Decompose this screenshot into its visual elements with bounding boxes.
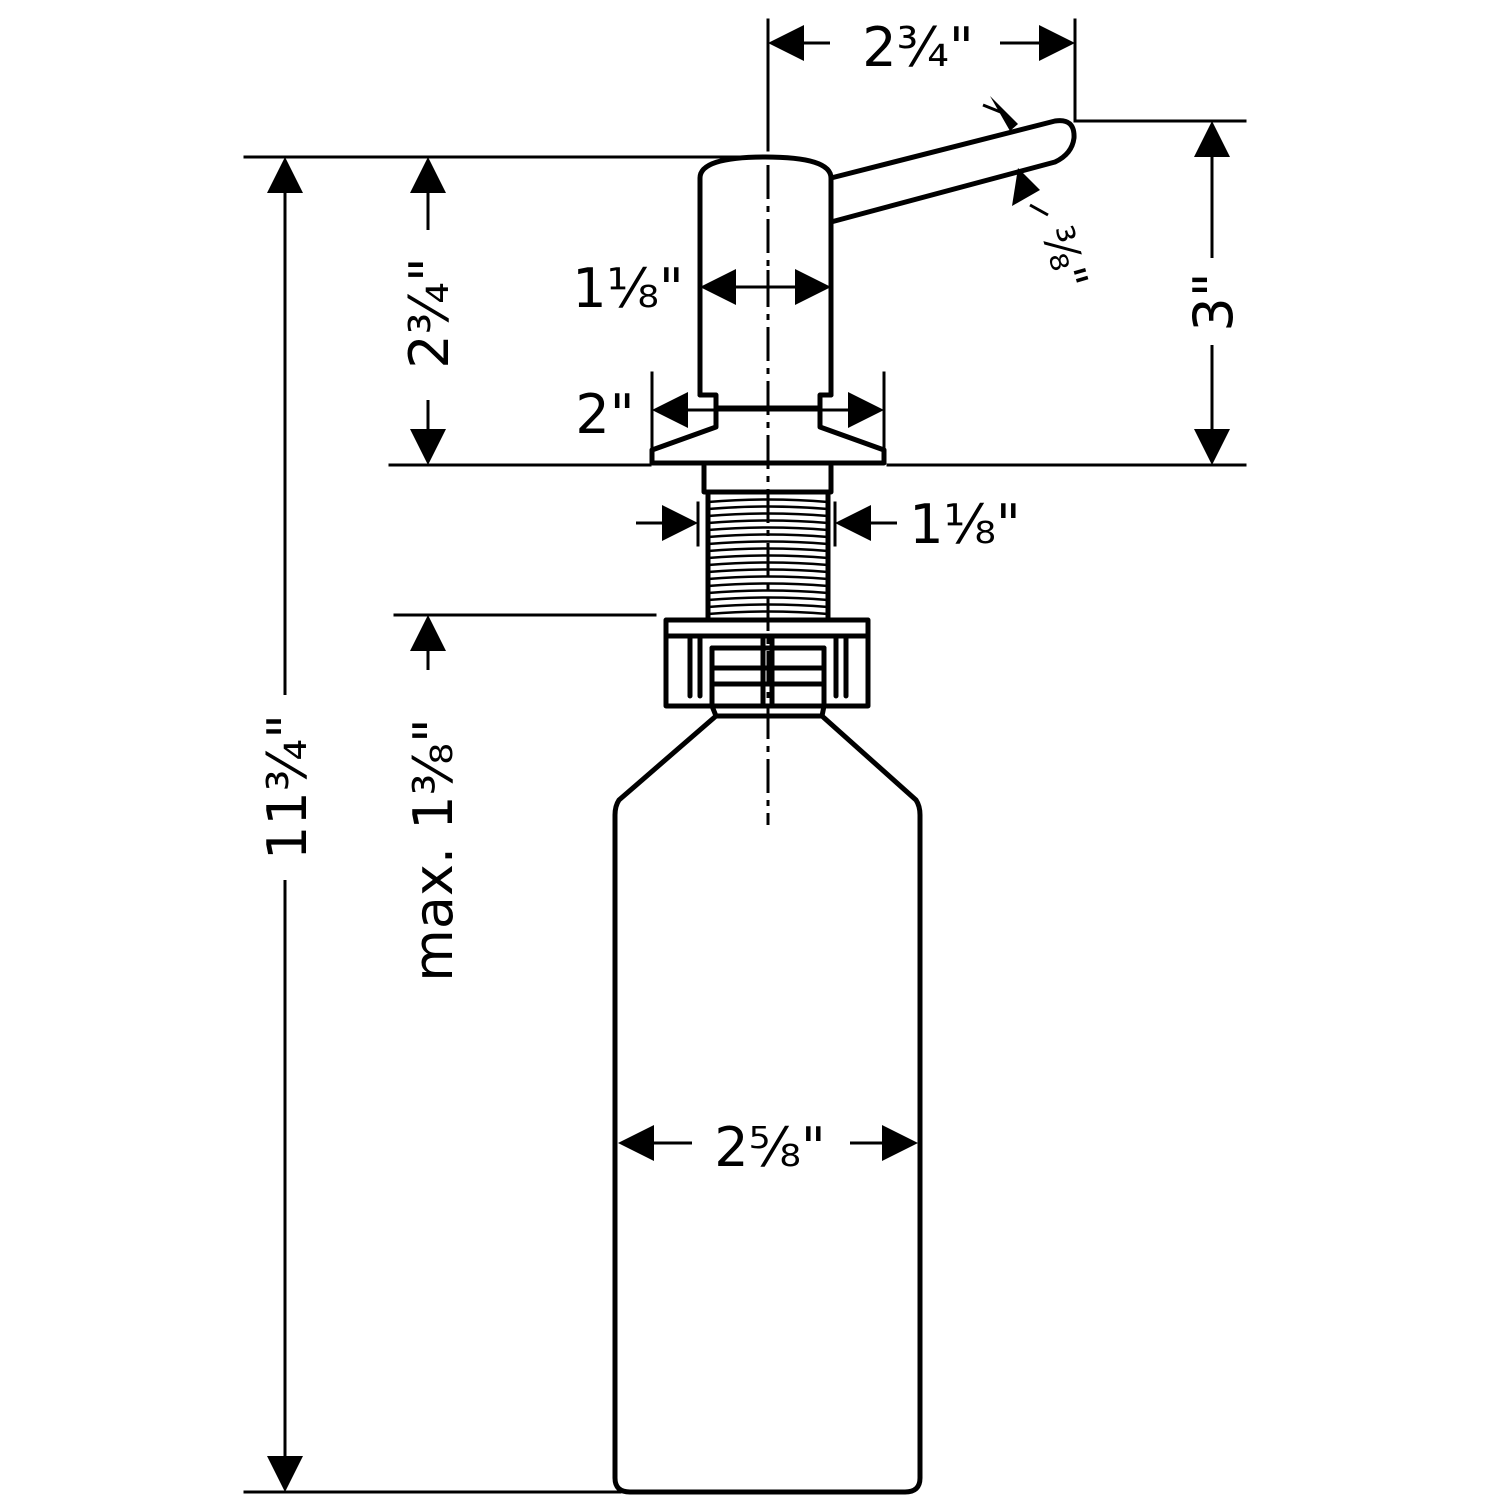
shank-diameter-label: 1⅛" [909, 493, 1021, 556]
thread-line [707, 596, 829, 602]
bottle-diameter-label: 2⅝" [714, 1116, 826, 1179]
mounting-nut [663, 617, 871, 719]
dimension-labels: 2¾" ⅜" 3" 2¾" 1⅛" 2" 1⅛" max. 1⅜" 11¾" 2… [256, 16, 1245, 1179]
spout-height-label: 3" [1182, 272, 1245, 331]
spout-reach-label: 2¾" [862, 16, 974, 79]
thread-line [707, 568, 829, 574]
threaded-shank [701, 463, 834, 621]
overall-height-label: 11¾" [256, 714, 319, 860]
bottle [612, 713, 923, 1495]
pump-height-label: 2¾" [398, 257, 461, 369]
thread-line [707, 498, 829, 504]
thread-line [707, 589, 829, 595]
thread-line [707, 547, 829, 553]
thread-line [707, 512, 829, 518]
thread-line [707, 540, 829, 546]
thread-line [707, 610, 829, 616]
spout-diameter-label: ⅜" [1031, 221, 1097, 296]
thread-line [707, 554, 829, 560]
thread-line [707, 561, 829, 567]
thread-line [707, 582, 829, 588]
dimension-lines [267, 25, 1230, 1492]
max-deck-thickness-label: max. 1⅜" [402, 718, 465, 982]
thread-line [707, 575, 829, 581]
thread-line [707, 505, 829, 511]
thread-line [707, 526, 829, 532]
thread-line [707, 533, 829, 539]
pump-head [649, 118, 1077, 466]
extension-lines [243, 18, 1247, 1494]
pump-body-diameter-label: 1⅛" [572, 257, 684, 320]
thread-line [707, 603, 829, 609]
thread-line [707, 519, 829, 525]
flange-diameter-label: 2" [575, 383, 634, 446]
